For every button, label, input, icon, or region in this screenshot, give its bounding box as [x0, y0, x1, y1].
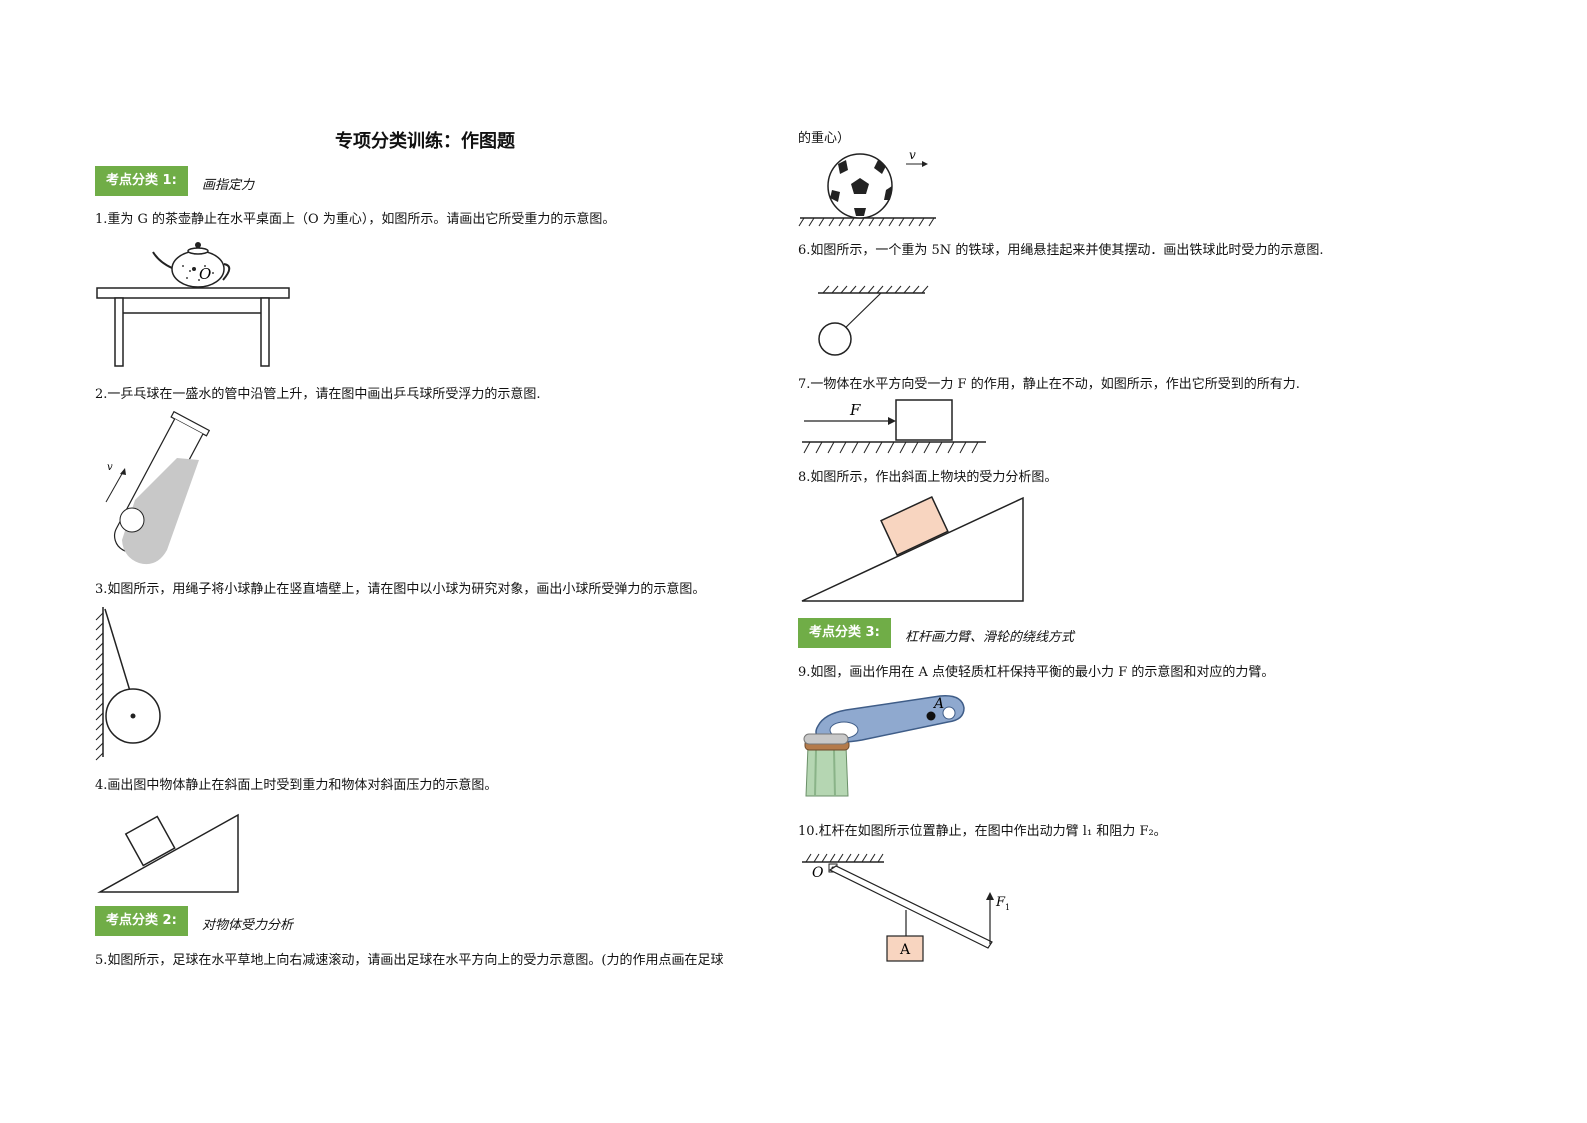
section-name-2: 对物体受力分析 — [202, 918, 294, 933]
page-title: 专项分类训练：作图题 — [335, 131, 515, 152]
question-10: 10.杠杆在如图所示位置静止，在图中作出动力臂 l₁ 和阻力 F₂。 — [798, 824, 1167, 839]
figure-block-force: F — [802, 399, 986, 454]
ball-velocity-label: v — [909, 148, 916, 162]
section-name-3: 杠杆画力臂、滑轮的绕线方式 — [905, 630, 1075, 645]
section-badge-1: 考点分类 1: — [95, 166, 188, 196]
force-f-label: F — [849, 401, 861, 419]
figure-pendulum — [818, 285, 929, 356]
question-2: 2.一乒乓球在一盛水的管中沿管上升，请在图中画出乒乓球所受浮力的示意图. — [95, 387, 541, 402]
figure-test-tube: v — [105, 410, 211, 565]
question-5-line1: 5.如图所示，足球在水平草地上向右减速滚动，请画出足球在水平方向上的受力示意图。… — [95, 953, 724, 968]
question-1: 1.重为 G 的茶壶静止在水平桌面上（O 为重心），如图所示。请画出它所受重力的… — [95, 212, 616, 227]
figure-incline-block — [97, 813, 239, 893]
figure-incline-colored-block — [801, 495, 1024, 602]
question-5-line2: 的重心） — [798, 131, 851, 146]
question-8: 8.如图所示，作出斜面上物块的受力分析图。 — [798, 470, 1058, 485]
opener-point-label: A — [932, 696, 944, 712]
teapot-center-label: O — [199, 265, 211, 283]
figure-teapot-table: O — [96, 242, 290, 367]
question-9: 9.如图，画出作用在 A 点使轻质杠杆保持平衡的最小力 F 的示意图和对应的力臂… — [798, 665, 1275, 680]
lever-pivot-label: O — [812, 865, 824, 881]
question-4: 4.画出图中物体静止在斜面上时受到重力和物体对斜面压力的示意图。 — [95, 778, 498, 793]
section-badge-2: 考点分类 2: — [95, 906, 188, 936]
tube-velocity-label: v — [107, 462, 113, 473]
question-3: 3.如图所示，用绳子将小球静止在竖直墙壁上，请在图中以小球为研究对象，画出小球所… — [95, 582, 706, 597]
section-name-1: 画指定力 — [202, 178, 255, 193]
lever-force-subscript: 1 — [1005, 903, 1010, 912]
figure-soccer-ball: v — [798, 148, 936, 227]
section-badge-3: 考点分类 3: — [798, 618, 891, 648]
figure-bottle-opener: A — [803, 695, 965, 797]
block-label: A — [899, 942, 911, 958]
lever-force-label: F — [995, 895, 1006, 910]
question-7: 7.一物体在水平方向受一力 F 的作用，静止在不动，如图所示，作出它所受到的所有… — [798, 377, 1300, 392]
question-6: 6.如图所示，一个重为 5N 的铁球，用绳悬挂起来并使其摆动．画出铁球此时受力的… — [798, 243, 1324, 258]
figure-lever: A F 1 O — [802, 853, 1010, 962]
figure-ball-wall — [95, 607, 161, 761]
